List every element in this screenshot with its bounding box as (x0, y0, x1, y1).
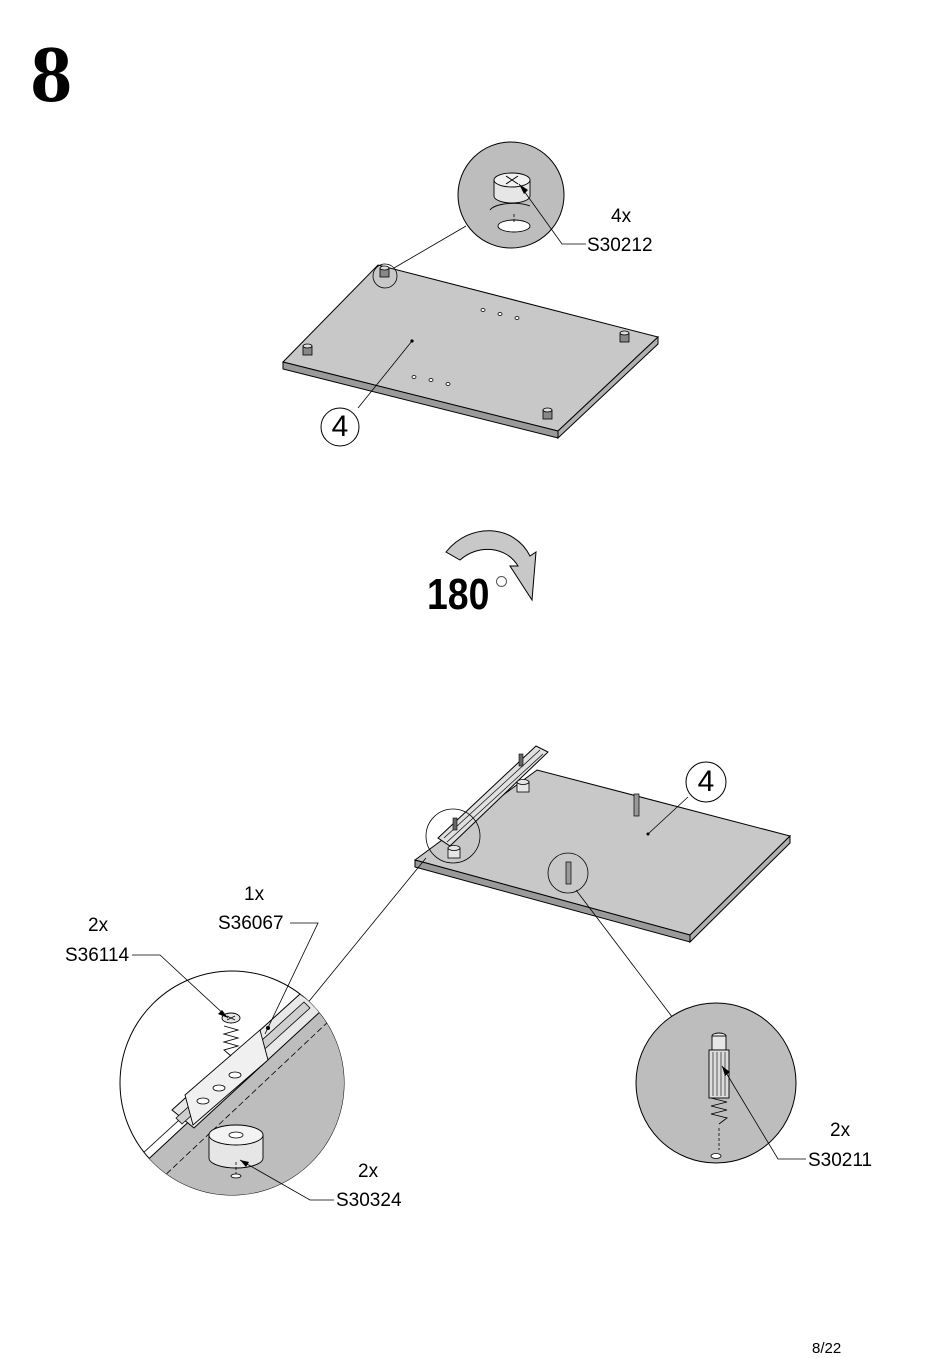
screw-icon (221, 1012, 241, 1057)
drawer-runner-icon (437, 745, 549, 847)
bottom-part-number-circle (685, 761, 727, 803)
screw-callout-qty: 2x (88, 915, 109, 936)
bottom-panel-face (413, 769, 791, 936)
top-highlight-circle (372, 263, 398, 289)
dowel-callout-code: S30211 (808, 1150, 873, 1171)
dowel-callout-qty: 2x (830, 1120, 851, 1141)
top-panel-edge-side (557, 335, 659, 440)
cam-lock-icon (302, 343, 313, 356)
page-number: 8/22 (812, 1340, 842, 1357)
top-panel-drawing (282, 141, 660, 447)
cam-lock-icon (542, 407, 553, 420)
bottom-panel-edge-side (689, 834, 791, 944)
cam-lock-icon (619, 330, 630, 343)
spacer-callout-code: S30324 (336, 1190, 402, 1211)
top-part-number: 4 (331, 410, 349, 443)
runner-callout-qty: 1x (244, 884, 265, 905)
dowel-icon (633, 793, 640, 817)
cam-lock-icon (379, 265, 390, 278)
spacer-icon (208, 1124, 264, 1179)
dowel-highlight-circle (547, 852, 589, 894)
top-callout-code: S30212 (587, 235, 653, 256)
runner-detail-bubble (119, 922, 345, 1201)
step-number: 8 (30, 33, 73, 118)
rotation-value: 180 (427, 570, 490, 619)
top-callout-qty: 4x (611, 206, 632, 227)
dowel-icon (565, 861, 572, 885)
top-part-number-circle (320, 407, 360, 447)
spacer-callout-qty: 2x (358, 1161, 379, 1182)
top-panel-holes (411, 308, 520, 386)
runner-highlight-circle (425, 808, 481, 864)
spacer-icon (447, 779, 530, 859)
cam-dowel-detail-icon (708, 1032, 730, 1159)
degree-symbol (496, 576, 507, 587)
bottom-panel-drawing (305, 745, 791, 1023)
rotate-arrow-icon (445, 530, 537, 602)
top-panel-face (282, 264, 660, 432)
screw-callout-code: S36114 (65, 945, 130, 966)
bottom-part-number: 4 (697, 765, 715, 798)
runner-callout-code: S36067 (218, 913, 284, 934)
dowel-detail-bubble (635, 1002, 806, 1164)
